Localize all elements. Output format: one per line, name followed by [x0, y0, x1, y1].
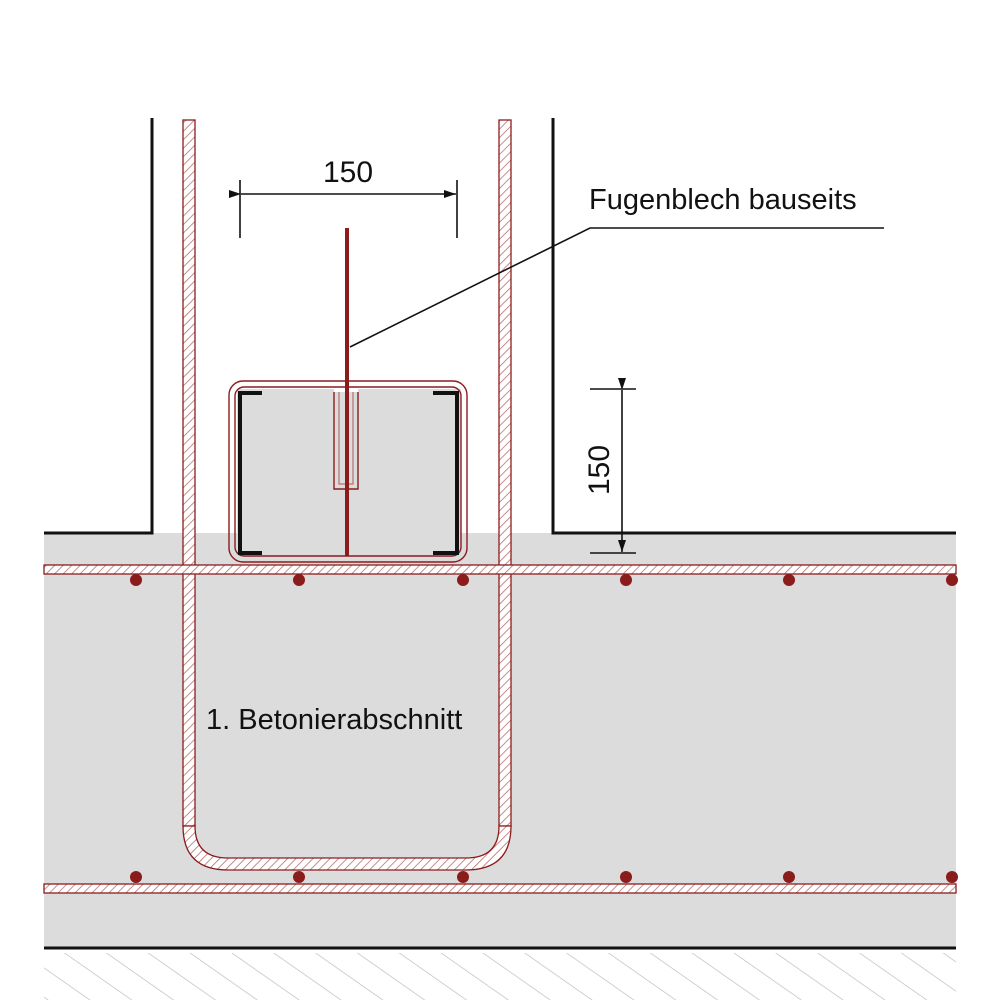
rebar-dot — [620, 574, 632, 586]
rebar-dot — [457, 871, 469, 883]
bottom-rebar-dots — [130, 871, 958, 883]
top-rebar-dots — [130, 574, 958, 586]
bottom-rebar-layer — [43, 883, 957, 894]
rebar-dot — [130, 574, 142, 586]
rebar-dot — [783, 871, 795, 883]
starter-bar-u-bend — [182, 825, 512, 871]
top-rebar-layer — [43, 564, 957, 575]
wall-left-face — [44, 118, 154, 535]
rebar-dot — [130, 871, 142, 883]
dimension-horizontal — [229, 180, 458, 238]
dimension-horizontal-label: 150 — [323, 156, 373, 189]
rebar-dot — [293, 574, 305, 586]
kicker-form-left — [238, 391, 262, 555]
rebar-dot — [946, 871, 958, 883]
ground-soil — [44, 953, 956, 1000]
rebar-dot — [293, 871, 305, 883]
kicker-block — [237, 389, 461, 556]
rebar-dot — [457, 574, 469, 586]
starter-bar-right — [498, 119, 512, 827]
dimension-vertical-label: 150 — [583, 445, 616, 495]
dimension-vertical — [590, 378, 636, 554]
rebar-dot — [620, 871, 632, 883]
kicker-form-right — [433, 391, 459, 555]
starter-bar-left — [182, 119, 196, 827]
waterstop-leader — [349, 227, 884, 348]
rebar-dot — [783, 574, 795, 586]
waterstop-note: Fugenblech bauseits — [589, 184, 857, 216]
wall-right-face — [551, 118, 956, 535]
rebar-dot — [946, 574, 958, 586]
pour-stage-label: 1. Betonierabschnitt — [206, 704, 462, 736]
